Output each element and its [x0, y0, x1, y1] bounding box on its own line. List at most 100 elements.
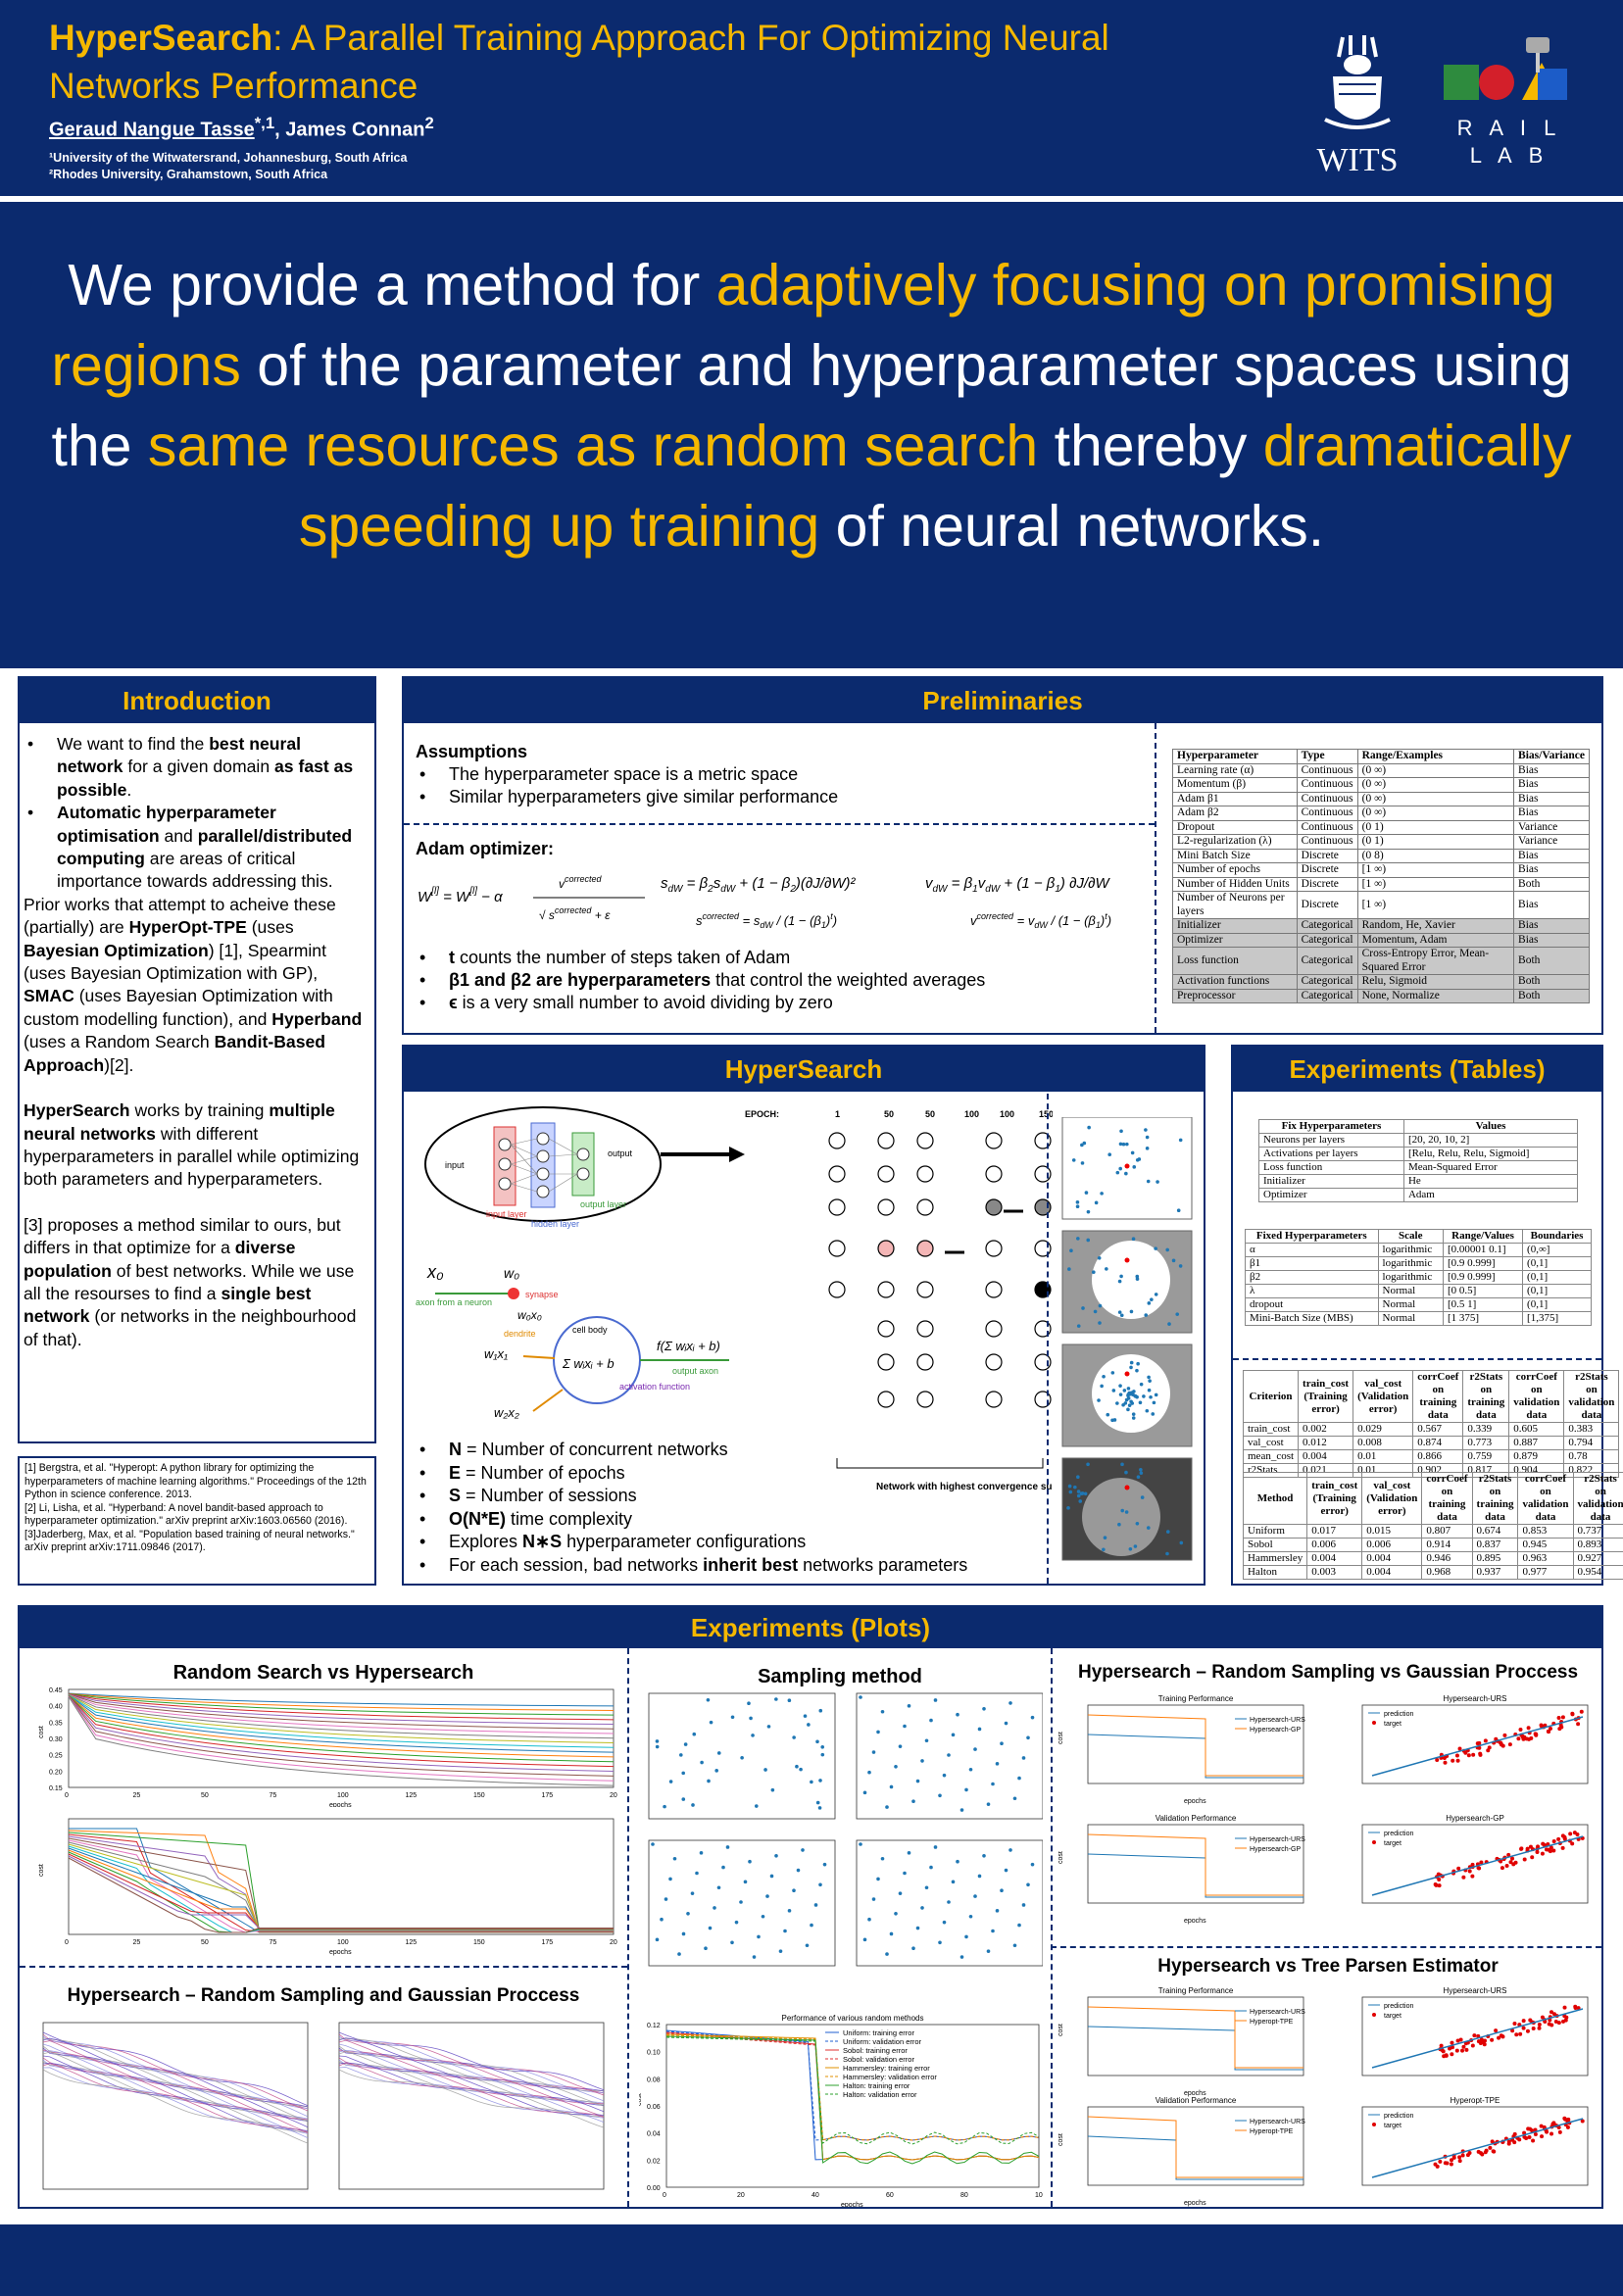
sample-point: [1078, 1499, 1083, 1503]
svg-text:w₂x₂: w₂x₂: [494, 1405, 519, 1420]
x-tick: 60: [886, 2192, 894, 2199]
fixed-table-cell: [0.5 1]: [1443, 1297, 1524, 1312]
target-point: [1457, 2159, 1462, 2164]
reference-3: [3]Jaderberg, Max, et al. "Population ba…: [25, 1528, 355, 1554]
sample-point: [1086, 1462, 1090, 1467]
network-node: [985, 1132, 1003, 1149]
hyperparameter-table-cell: Variance: [1513, 819, 1590, 835]
reference-1: [1] Bergstra, et al. "Hyperopt: A python…: [25, 1462, 367, 1500]
method-table-cell: 0.006: [1361, 1538, 1423, 1552]
hyperparameter-table-row: Momentum (β)Continuous(0 ∞)Bias: [1172, 777, 1590, 793]
criterion-table-cell: 0.794: [1563, 1436, 1620, 1450]
fixed-table-cell: Normal: [1377, 1284, 1445, 1298]
target-point: [1576, 1722, 1581, 1727]
criterion-table-cell: 0.012: [1298, 1436, 1354, 1450]
target-point: [1480, 2152, 1485, 2157]
target-point: [1484, 2148, 1489, 2153]
rs-curve: [68, 1693, 615, 1730]
sample-point: [947, 1900, 951, 1904]
fixed-table-cell: (0,1]: [1522, 1284, 1592, 1298]
plot-frame: [665, 2024, 1040, 2188]
intro-bullet-2: Automatic hyperparameter optimisation an…: [24, 802, 370, 894]
target-point: [1528, 2126, 1533, 2131]
method-table-cell: 0.004: [1361, 1551, 1423, 1566]
sample-point: [973, 1747, 977, 1751]
method-table-cell: 0.895: [1471, 1551, 1519, 1566]
affiliations: ¹University of the Witwatersrand, Johann…: [49, 150, 407, 183]
sample-point: [1147, 1388, 1152, 1392]
criterion-table-header: corrCoef on validation data: [1508, 1370, 1565, 1423]
target-point: [1557, 1727, 1562, 1732]
epoch-tick: 1: [835, 1109, 840, 1119]
hs-note-1: N = Number of concurrent networks: [416, 1439, 1043, 1462]
legend-entry: target: [1384, 2013, 1402, 2020]
sample-point: [911, 1946, 915, 1950]
sample-point: [1129, 1365, 1133, 1370]
sample-point: [655, 1744, 660, 1749]
y-axis-label: cost: [38, 1864, 45, 1877]
svg-text:sdW = β2sdW + (1 − β2)(∂J/∂W)²: sdW = β2sdW + (1 − β2)(∂J/∂W)²: [661, 875, 857, 895]
gp-curve: [338, 2033, 605, 2094]
sample-point: [803, 1714, 808, 1718]
target-point: [1490, 2037, 1495, 2042]
perf-curve: [665, 2030, 1040, 2141]
sample-point: [942, 1920, 947, 1925]
fixed-table-cell: dropout: [1245, 1297, 1379, 1312]
network-node: [877, 1165, 895, 1183]
title-rest: : A Parallel Training Approach For Optim…: [49, 18, 1109, 106]
sample-point: [686, 1912, 690, 1916]
sample-point: [1154, 1293, 1158, 1296]
target-point: [1482, 2042, 1487, 2047]
hypersearch-vdivider: [1047, 1094, 1049, 1584]
x-tick: 20: [737, 2192, 745, 2199]
epoch-tick: 100: [1000, 1109, 1014, 1119]
sample-point: [951, 1733, 956, 1737]
sample-point: [1125, 1142, 1129, 1147]
target-point: [1549, 1845, 1553, 1850]
sample-point: [956, 1859, 959, 1864]
target-point: [1521, 2019, 1526, 2024]
sample-point: [769, 1874, 774, 1879]
fixed-table-row: Mini-Batch Size (MBS)Normal[1 375][1,375…: [1245, 1311, 1592, 1326]
sample-point: [1142, 1394, 1146, 1398]
method-table-cell: 0.937: [1471, 1565, 1519, 1580]
neuron-label-axon: axon from a neuron: [416, 1297, 492, 1307]
sample-point: [995, 1762, 1000, 1766]
sample-point: [1135, 1277, 1140, 1281]
method-table-cell: 0.853: [1517, 1524, 1574, 1539]
target-point: [1443, 1760, 1448, 1765]
plot-title: Hyperopt-TPE: [1451, 2096, 1500, 2105]
fixed-table-cell: α: [1245, 1243, 1379, 1257]
experiments-plots-heading: Experiments (Plots): [20, 1607, 1601, 1648]
sample-point: [1118, 1384, 1122, 1388]
target-point: [1519, 1846, 1524, 1851]
target-point: [1573, 2005, 1578, 2010]
gp-curve: [42, 2045, 309, 2122]
target-point: [1457, 1746, 1462, 1751]
sample-point: [1118, 1392, 1123, 1396]
rs-curve: [68, 1692, 615, 1716]
sample-point: [725, 1845, 730, 1849]
hyperparameter-table-cell: Both: [1513, 876, 1590, 892]
sample-point: [1167, 1322, 1171, 1326]
hyperparameter-table-header: Bias/Variance: [1513, 749, 1590, 764]
target-point: [1455, 2038, 1460, 2043]
criterion-table-cell: 0.004: [1298, 1449, 1354, 1464]
rs-curve: [68, 1692, 615, 1707]
criterion-table-cell: 0.01: [1352, 1449, 1414, 1464]
criterion-table-cell: 0.029: [1352, 1422, 1414, 1437]
target-point: [1451, 2155, 1456, 2160]
sample-point: [699, 1851, 704, 1855]
sample-point: [982, 1854, 986, 1858]
sample-point: [714, 1769, 718, 1773]
series-b: [1087, 1714, 1303, 1777]
hero-text-3: thereby: [1038, 414, 1263, 478]
sample-point: [1130, 1150, 1135, 1155]
target-point: [1540, 2015, 1545, 2020]
x-tick: 25: [133, 1792, 141, 1799]
legend-entry: target: [1384, 1840, 1402, 1847]
target-point: [1479, 1860, 1484, 1865]
sample-point: [1026, 1882, 1030, 1887]
